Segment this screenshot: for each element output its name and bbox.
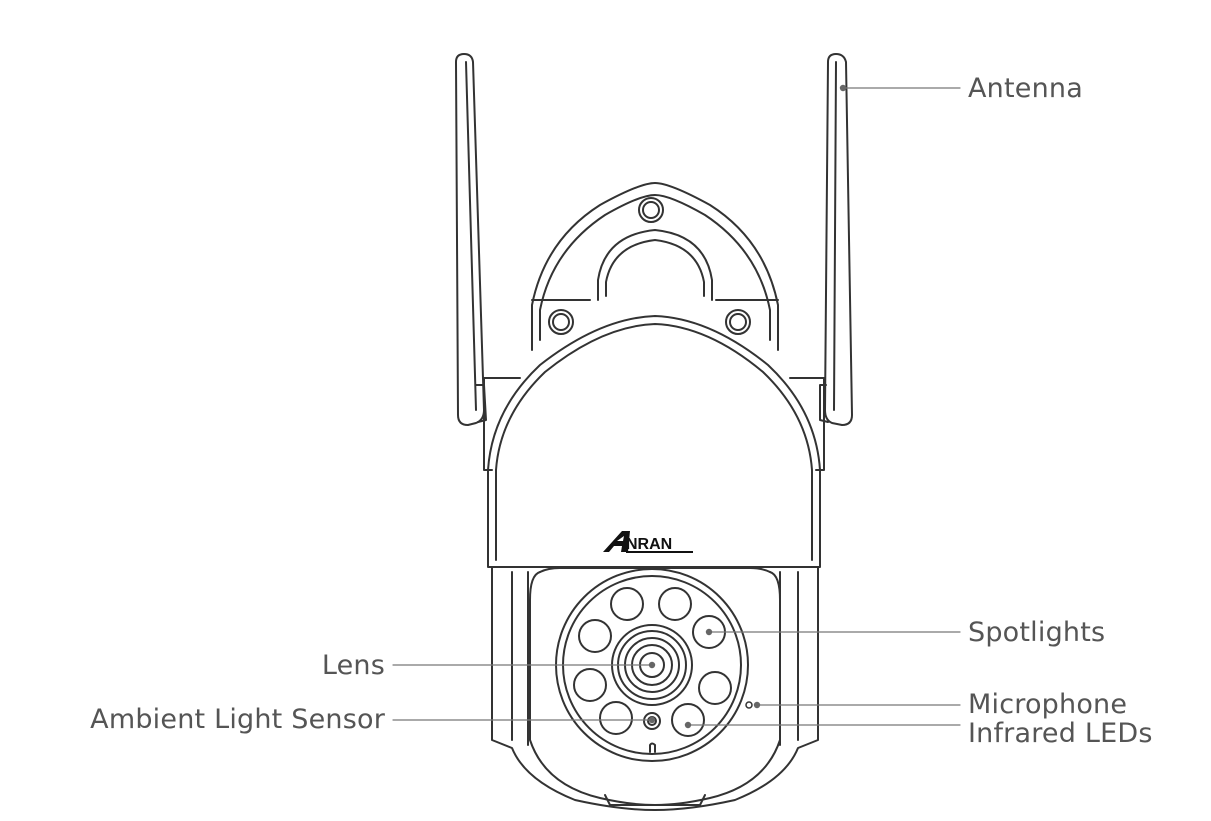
microphone-hole	[746, 702, 752, 708]
infrared-leds-dot	[685, 722, 691, 728]
dome-housing	[488, 316, 820, 567]
bottom-slot	[650, 744, 655, 753]
side-arms	[484, 378, 824, 470]
spotlights-label: Spotlights	[968, 619, 1105, 646]
logo-underline	[626, 551, 693, 553]
left-antenna	[456, 54, 486, 425]
antenna-dot	[840, 85, 846, 91]
lens-dot	[649, 662, 655, 668]
logo-wordmark: NRAN	[626, 536, 672, 553]
leader-lines	[393, 88, 960, 725]
right-antenna	[820, 54, 852, 425]
spotlights-dot	[706, 629, 712, 635]
brand-logo: NRAN	[603, 531, 693, 553]
ambient-light-sensor-label: Ambient Light Sensor	[90, 706, 385, 733]
microphone-label: Microphone	[968, 691, 1127, 718]
microphone-dot	[754, 702, 760, 708]
lower-ball	[492, 567, 818, 810]
antenna-label: Antenna	[968, 75, 1083, 102]
lens-label: Lens	[322, 652, 385, 679]
ambient-light-sensor-dot	[649, 717, 655, 723]
infrared-leds-label: Infrared LEDs	[968, 720, 1153, 747]
